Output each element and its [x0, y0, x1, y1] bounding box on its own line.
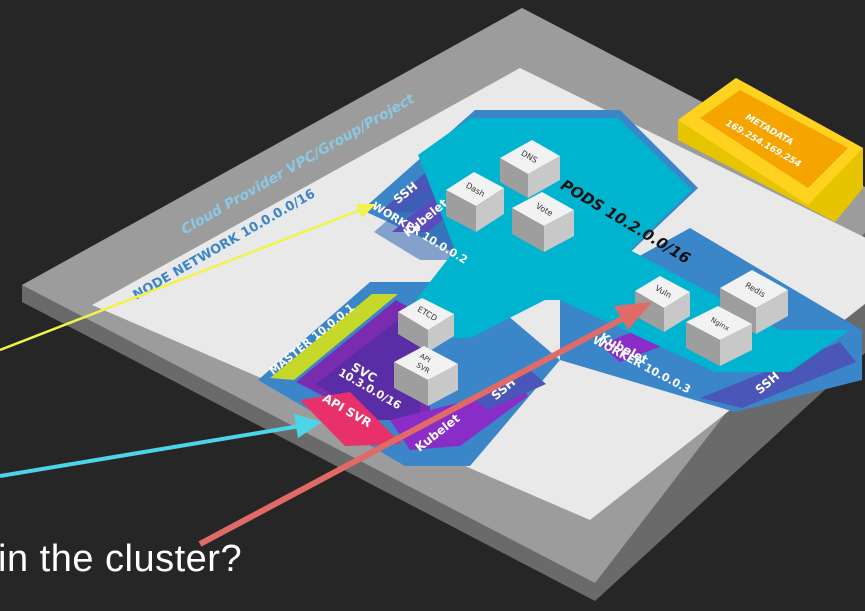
worker-3-ssh-band	[700, 342, 856, 408]
yellow-arrow	[0, 204, 376, 352]
etcd-box: ETCD	[398, 298, 454, 352]
cyan-arrow	[0, 414, 322, 478]
master-api-svr-band	[300, 392, 402, 446]
red-arrow	[198, 302, 652, 547]
caption-text: in the cluster?	[0, 538, 243, 580]
pod-vuln: Vuln	[635, 276, 690, 332]
pod-nginx: Nginx	[686, 306, 752, 366]
api-svr-box: API SVR	[394, 346, 458, 406]
master-yellowgreen-band	[270, 294, 398, 380]
metadata-box-inner	[700, 90, 848, 188]
pod-vote: Vote	[512, 192, 574, 252]
pod-dns: DNS	[500, 140, 560, 198]
pod-dash: Dash	[446, 172, 504, 232]
master-ssh-band	[470, 370, 546, 410]
